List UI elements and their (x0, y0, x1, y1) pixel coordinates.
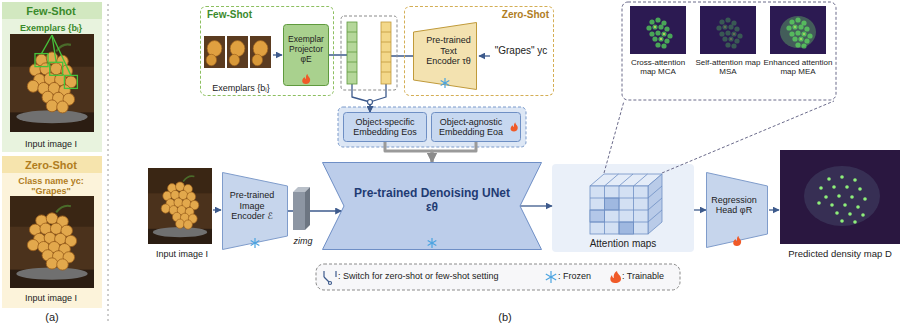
setting-box: Zero-Shot "Grapes" yc Pre-trained Text Enc… (404, 6, 554, 96)
arrow-connector (520, 205, 552, 206)
unet-box: Pre-trained Denoising UNet εθ (322, 162, 542, 250)
input-photo (10, 34, 94, 132)
legend-text: : Trainable (622, 271, 664, 281)
switch-pivot (368, 100, 373, 105)
trainable-icon (511, 123, 518, 132)
panel-header (2, 2, 102, 19)
arrow-connector (385, 142, 432, 162)
setting-panel: Zero-ShotClass name yc: "Grapes" Input im… (2, 156, 102, 308)
node-title: Object-specific Embedding Eos (346, 117, 424, 138)
node-title: Exemplar Projector φE (285, 35, 327, 64)
caption-label: Predicted density map D (776, 249, 904, 260)
arrow-connector (432, 142, 476, 162)
node-title: Zero-Shot (483, 9, 549, 21)
frozen-icon (441, 78, 450, 88)
panel-ground (2, 2, 102, 152)
frozen-icon (546, 271, 556, 283)
exemplar-embedding-bar (347, 22, 357, 84)
panel-ground (2, 156, 102, 308)
embedding-box: Object-agnostic Embedding Eoa (431, 112, 521, 142)
node-text: Exemplars {bᵢ} (2, 23, 100, 33)
encoder-box: Pre-trained Text Encoder τθ (413, 22, 477, 90)
trainable-icon (302, 74, 310, 84)
text-embedding-bar (381, 22, 391, 84)
node-outline (323, 163, 542, 250)
caption-label: Enhanced attention map MEA (762, 58, 834, 76)
legend-box (316, 264, 680, 290)
node-title: Zero-Shot (2, 159, 100, 172)
legend-text: : Switch for zero-shot or few-shot setti… (338, 271, 499, 281)
frozen-icon (251, 238, 260, 248)
exemplar-tile (204, 36, 225, 68)
attention-thumbnail (700, 6, 756, 54)
node-title: Regression Head φR (709, 195, 759, 216)
embedding-group (338, 107, 526, 147)
node-outline (223, 173, 288, 250)
node-text: Input image I (2, 293, 100, 303)
embedding-box: Object-specific Embedding Eos (343, 112, 427, 142)
node-outline (222, 172, 288, 250)
leader-line (604, 101, 624, 173)
arrow-connector (370, 56, 413, 112)
flow-arrow (769, 209, 779, 210)
node-outline (414, 23, 477, 90)
node-title: Pre-trained Text Encoder τθ (423, 35, 474, 66)
attention-box: Attention maps (552, 164, 694, 252)
trainable-icon (733, 236, 741, 246)
exemplar-boxes (35, 35, 77, 88)
flow-arrow (273, 54, 282, 55)
node-outline (284, 25, 329, 86)
caption-label: Self-attention map MSA (694, 58, 762, 76)
node-title: Few-Shot (2, 5, 100, 18)
projector-box: Exemplar Projector φE (283, 24, 329, 86)
setting-box: Few-ShotExemplars {bᵢ} Exemplar Projector… (200, 6, 334, 96)
flow-arrow (213, 209, 221, 210)
node-text: Class name yc: "Grapes" (2, 176, 100, 197)
node-outline (413, 22, 477, 90)
zoom-box (622, 2, 836, 100)
trainable-icon (610, 271, 621, 283)
regression-head: Regression Head φR (706, 172, 768, 248)
flow-arrow (479, 55, 490, 56)
node-title: Attention maps (590, 238, 657, 250)
input-photo (10, 196, 94, 288)
attention-thumbnail (770, 6, 826, 54)
node-title: Pre-trained Image Encoder ℰ (225, 190, 279, 221)
frozen-icon (428, 238, 437, 248)
panel-label: (a) (2, 311, 102, 324)
node-title: Object-agnostic Embedding Eoa (434, 117, 508, 138)
attention-glow (780, 16, 816, 48)
node-outline (707, 173, 768, 248)
arrow-connector (694, 209, 706, 210)
node-outline (432, 113, 521, 142)
encoder-box: Pre-trained Image Encoder ℰ (222, 172, 288, 250)
embedding-bar-box (341, 16, 397, 90)
attention-dimmer (700, 6, 756, 54)
latent-block (293, 187, 310, 230)
node-title: Pre-trained Denoising UNet εθ (352, 187, 512, 215)
attention-ground (552, 164, 694, 252)
legend-text: : Frozen (558, 271, 591, 281)
caption-label: Input image I (146, 249, 218, 259)
node-title: Few-Shot (207, 9, 277, 21)
caption-label: zimg (286, 236, 320, 246)
exemplar-tile (250, 36, 271, 68)
node-outline (344, 113, 427, 142)
attention-cube (590, 174, 662, 234)
panel-separator (108, 4, 109, 322)
panel-label: (b) (455, 311, 555, 324)
node-text: Input image I (2, 139, 100, 149)
density-map (780, 150, 900, 244)
caption-label: Cross-attention map MCA (624, 58, 692, 76)
switch-icon (324, 271, 336, 285)
exemplar-tile (227, 36, 248, 68)
panel-header (2, 156, 102, 173)
setting-panel: Few-ShotExemplars {bᵢ} Input image I (2, 2, 102, 152)
node-text: Exemplars {bᵢ} (201, 83, 281, 93)
input-photo (148, 168, 212, 244)
attention-thumbnail (630, 6, 686, 54)
node-text: "Grapes" yc (491, 45, 551, 57)
